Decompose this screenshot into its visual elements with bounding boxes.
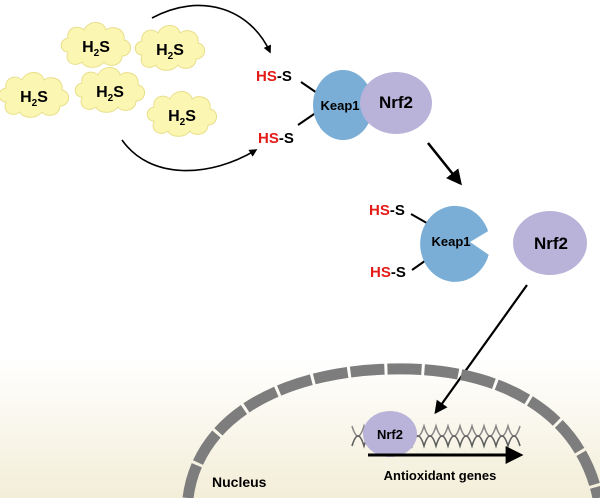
hs-label: HS: [256, 68, 277, 85]
antioxidant-genes-label: Antioxidant genes: [384, 468, 497, 483]
thiol-top: HS-S: [256, 68, 292, 85]
s-label: -S: [390, 202, 405, 219]
dissociation-arrow: [426, 142, 462, 186]
nuclear-membrane: [182, 363, 600, 498]
nucleus: Nucleus Nrf2 Antioxidant genes: [182, 363, 600, 498]
keap1-nrf2-complex: Keap1 Nrf2 HS-S HS-S: [256, 68, 432, 147]
nrf2-label: Nrf2: [534, 234, 568, 253]
nrf2-label: Nrf2: [379, 93, 413, 112]
thiol-bottom: HS-S: [370, 264, 406, 281]
hs-label: HS: [258, 130, 279, 147]
top-curved-arrow: [151, 4, 271, 54]
translocation-arrow: [434, 284, 528, 415]
h2s-cloud: H2S: [146, 91, 218, 137]
nrf2-free: [513, 211, 587, 275]
h2s-cloud: H2S: [134, 25, 206, 71]
h2s-cloud: H2S: [74, 67, 146, 113]
s-label: -S: [279, 130, 294, 147]
nucleus-label: Nucleus: [212, 474, 267, 490]
s-label: -S: [277, 68, 292, 85]
keap1-bound: [313, 70, 373, 140]
h2s-label: H2S: [156, 42, 184, 62]
thiol-bottom-bond: [297, 111, 318, 126]
keap1-free: [420, 205, 489, 282]
nrf2-bound: [360, 72, 432, 134]
s-label: -S: [391, 264, 406, 281]
h2s-label: H2S: [168, 108, 196, 128]
nrf2-nuclear-label: Nrf2: [377, 427, 403, 442]
h2s-label: H2S: [82, 39, 110, 59]
h2s-label: H2S: [20, 89, 48, 109]
hs-label: HS: [370, 264, 391, 281]
thiol-top: HS-S: [369, 202, 405, 219]
keap1-label: Keap1: [320, 98, 359, 113]
h2s-cloud: H2S: [60, 22, 132, 68]
hs-label: HS: [369, 202, 390, 219]
h2s-cloud: H2S: [0, 72, 70, 118]
nrf2-nuclear: [363, 411, 417, 457]
h2s-molecules: H2S H2S H2S H2S H2S: [0, 22, 218, 137]
keap1-label: Keap1: [431, 234, 470, 249]
h2s-label: H2S: [96, 84, 124, 104]
bottom-curved-arrow: [121, 139, 258, 172]
thiol-bottom: HS-S: [258, 130, 294, 147]
keap1-nrf2-released: Keap1 Nrf2 HS-S HS-S: [369, 202, 587, 282]
